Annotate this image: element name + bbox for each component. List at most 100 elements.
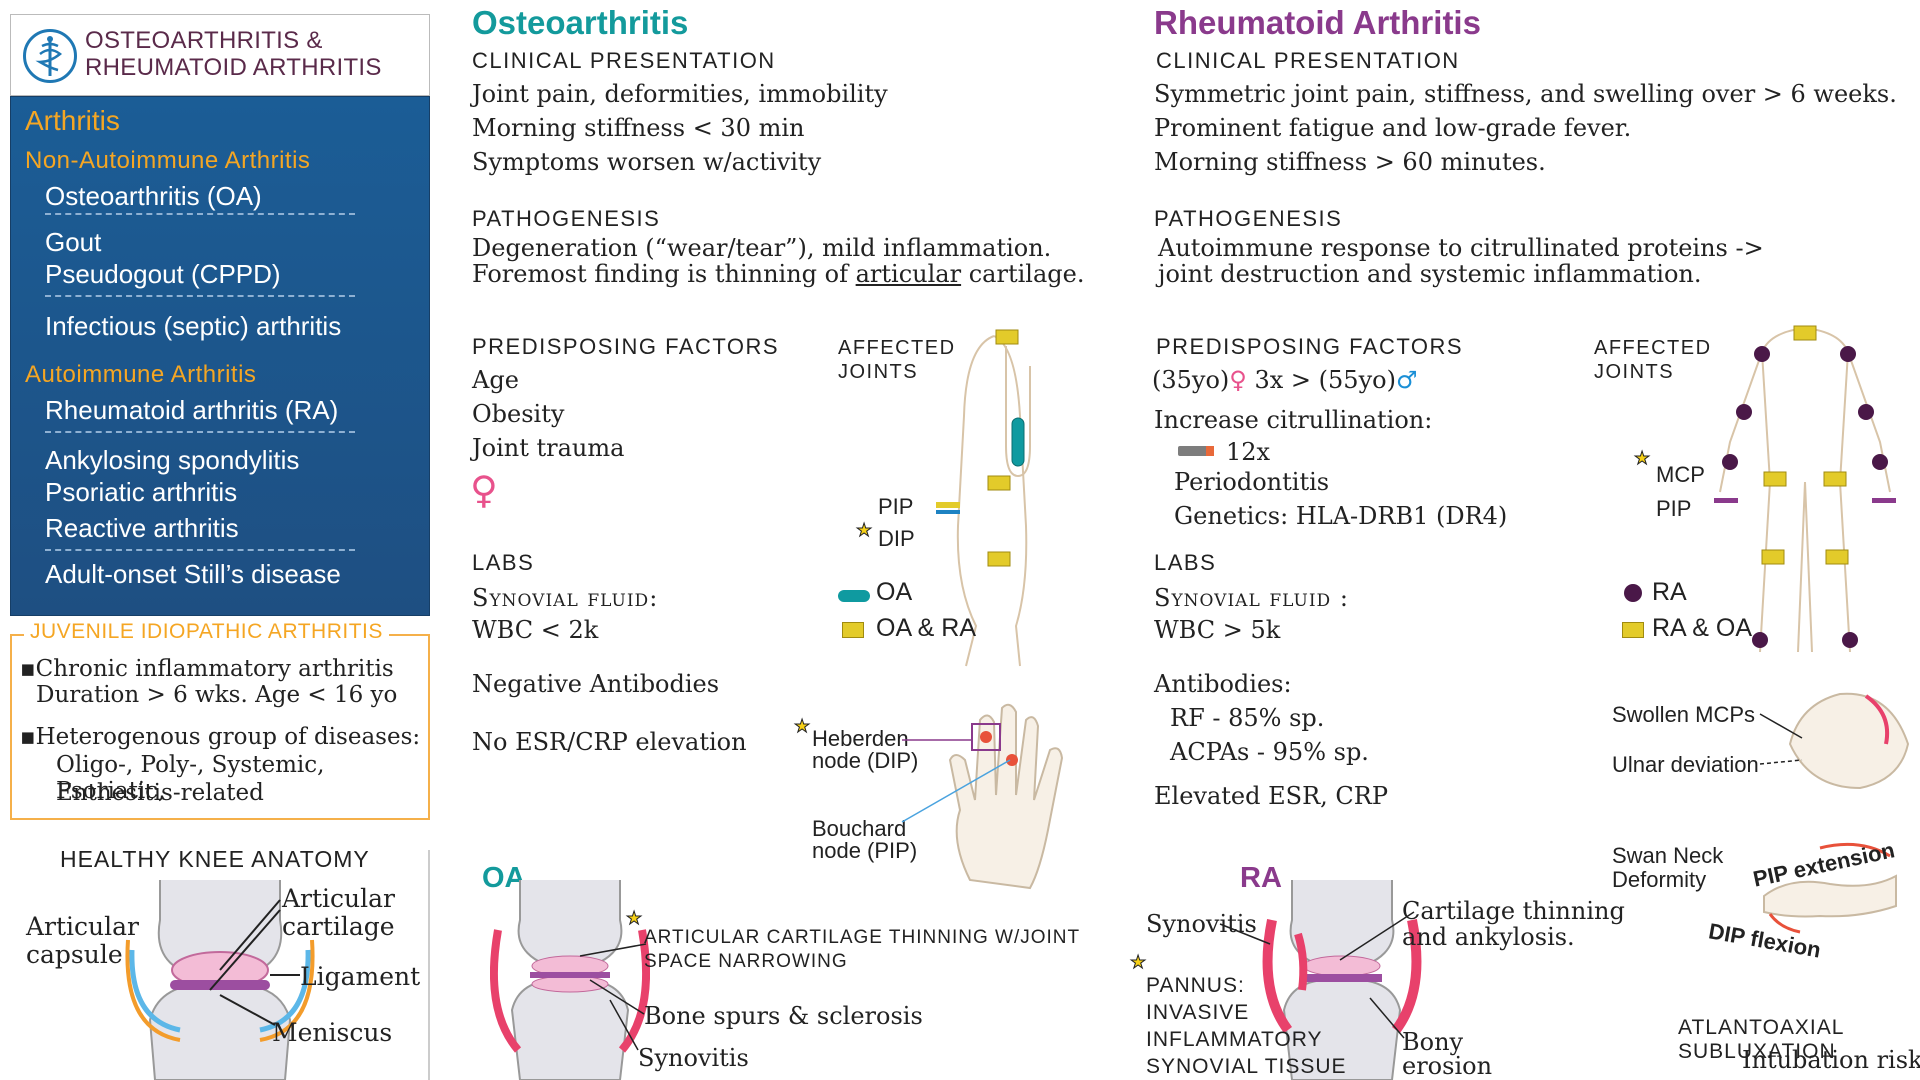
ra-smoking: 12x	[1226, 438, 1271, 466]
ra-label-swan-neck-2: Deformity	[1612, 867, 1707, 892]
oa-predisposing-heading: Predisposing Factors	[472, 334, 780, 359]
ra-synovitis-leader-line	[1219, 923, 1271, 945]
ra-pannus-3: inflammatory	[1146, 1028, 1323, 1051]
ra-pannus-note: Pannus: Invasive inflammatory synovial t…	[1146, 972, 1347, 1080]
ra-clinical-line-2: Prominent fatigue and low-grade fever.	[1154, 114, 1632, 142]
ra-affected-heading-2: joints	[1594, 361, 1675, 383]
ra-labs-heading: Labs	[1154, 550, 1217, 575]
star-icon: ★	[793, 716, 811, 738]
jia-bullet-1: ▪Chronic inflammatory arthritis	[20, 656, 394, 682]
jia-box: Juvenile Idiopathic Arthritis ▪Chronic i…	[10, 620, 430, 820]
ra-cartilage-1: Cartilage thinning	[1402, 897, 1625, 925]
oa-tag: OA	[482, 862, 526, 894]
oa-pathogenesis-heading: Pathogenesis	[472, 206, 661, 231]
oa-patho-text-a: Foremost finding is thinning of	[472, 260, 856, 288]
legend-ra-label: RA	[1652, 578, 1687, 606]
ra-intubation-risk: Intubation risk!	[1742, 1046, 1920, 1074]
ra-label-mcp: MCP	[1656, 462, 1705, 487]
star-icon: ★	[1633, 448, 1651, 470]
cigarette-icon	[1178, 446, 1214, 456]
nav-item-rheumatoid-arthritis[interactable]: Rheumatoid arthritis (RA)	[45, 395, 339, 425]
jia-bullet-1-line-2: Duration > 6 wks. Age < 16 yo	[36, 682, 398, 708]
ra-esr: Elevated ESR, CRP	[1154, 782, 1388, 810]
label-articular-cartilage-1: Articular	[282, 884, 396, 913]
ra-pathogenesis-heading: Pathogenesis	[1154, 206, 1343, 231]
jia-bullet-2: ▪Heterogenous group of diseases:	[20, 724, 421, 750]
nav-item-psoriatic-arthritis[interactable]: Psoriatic arthritis	[45, 477, 238, 507]
oa-clinical-heading: Clinical Presentation	[472, 48, 776, 73]
label-bouchard-2: node (PIP)	[812, 838, 918, 863]
label-articular-capsule-1: Articular	[26, 912, 140, 941]
oa-affected-heading: Affectedjoints	[838, 336, 956, 384]
oa-esr: No ESR/CRP elevation	[472, 728, 747, 756]
jia-bullet-2-line-3: Enthesitis-related	[56, 780, 264, 806]
legend-oa-ra-swatch	[842, 622, 864, 638]
legend-ra-oa-swatch	[1622, 622, 1644, 638]
oa-pathogenesis-line-2: Foremost finding is thinning of articula…	[472, 260, 1084, 288]
nav-item-osteoarthritis[interactable]: Osteoarthritis (OA)	[45, 181, 262, 211]
star-icon: ★	[1129, 952, 1147, 974]
nav-item-septic-arthritis[interactable]: Infectious (septic) arthritis	[45, 311, 342, 341]
oa-label-pip: PIP	[878, 494, 914, 519]
label-articular-cartilage-2: cartilage	[282, 912, 395, 941]
ra-body-figure	[1714, 325, 1896, 653]
jia-bullet-2-line-2: Oligo-, Poly-, Systemic, Psoriatic,	[56, 752, 325, 804]
legend-oa-swatch	[838, 590, 870, 602]
oa-synovitis: Synovitis	[638, 1044, 749, 1072]
swan-neck-finger	[1763, 842, 1897, 934]
oa-labs-heading: Labs	[472, 550, 535, 575]
label-meniscus: Meniscus	[272, 1018, 393, 1047]
label-heberden-2: node (DIP)	[812, 748, 919, 773]
ra-bony-2: erosion	[1402, 1052, 1493, 1080]
jia-title: Juvenile Idiopathic Arthritis	[24, 620, 389, 644]
ra-pathogenesis-line-2: joint destruction and systemic inflammat…	[1158, 260, 1702, 288]
ra-citrullination: Increase citrullination:	[1154, 406, 1433, 434]
oa-affected-heading-1: Affected	[838, 337, 956, 359]
ra-clinical-heading: Clinical Presentation	[1156, 48, 1460, 73]
ulnar-deviation-hand	[1788, 692, 1910, 790]
ra-pathogenesis-line-1: Autoimmune response to citrullinated pro…	[1158, 234, 1764, 262]
nav-item-ankylosing-spondylitis[interactable]: Ankylosing spondylitis	[45, 445, 300, 475]
ra-predisposing-heading: Predisposing Factors	[1156, 334, 1464, 359]
legend-oa-label: OA	[876, 578, 913, 606]
ra-synovitis: Synovitis	[1146, 910, 1257, 938]
ra-wbc: WBC > 5k	[1154, 616, 1281, 644]
oa-synovial-heading: Synovial fluid:	[472, 584, 659, 612]
oa-antibodies: Negative Antibodies	[472, 670, 720, 698]
oa-label-dip: DIP	[878, 526, 915, 551]
oa-patho-text-underlined: articular	[855, 260, 962, 288]
ra-label-swollen-mcps: Swollen MCPs	[1612, 702, 1756, 727]
male-symbol: ♂	[1395, 366, 1418, 394]
ra-bony-1: Bony	[1402, 1028, 1464, 1056]
divider	[45, 549, 355, 551]
oa-joint-leader-lines	[579, 943, 647, 1051]
star-icon: ★	[625, 908, 643, 930]
jia-bullet-1-line-1: Chronic inflammatory arthritis	[35, 656, 394, 682]
oa-patho-text-b: cartilage.	[961, 260, 1085, 288]
nav-item-still-disease[interactable]: Adult-onset Still’s disease	[45, 559, 341, 589]
ra-atlantoaxial: Atlantoaxial subluxation	[1678, 1016, 1844, 1063]
label-articular-capsule-2: capsule	[26, 940, 123, 969]
ra-sex-ratio-a: (35yo)	[1152, 366, 1230, 394]
ra-label-ulnar-deviation: Ulnar deviation	[1612, 752, 1759, 777]
ra-label-pip: PIP	[1656, 496, 1692, 521]
ra-genetics: Genetics: HLA-DRB1 (DR4)	[1174, 502, 1508, 530]
oa-affected-heading-2: joints	[838, 361, 919, 383]
star-icon: ★	[855, 520, 873, 542]
ra-cartilage-2: and ankylosis.	[1402, 923, 1575, 951]
nav-item-gout[interactable]: Gout	[45, 227, 102, 257]
caduceus-icon	[23, 29, 77, 83]
oa-predisposing-trauma: Joint trauma	[472, 434, 625, 462]
ra-rf: RF - 85% sp.	[1170, 704, 1325, 732]
female-symbol: ♀	[470, 468, 498, 512]
oa-title: Osteoarthritis	[472, 4, 689, 41]
jia-bullet-2-line-1: Heterogenous group of diseases:	[35, 724, 421, 750]
ra-pannus-4: synovial tissue	[1146, 1055, 1347, 1078]
nav-item-reactive-arthritis[interactable]: Reactive arthritis	[45, 513, 239, 543]
nav-section-title: Arthritis	[25, 105, 120, 136]
oa-predisposing-age: Age	[472, 366, 519, 394]
nav-item-pseudogout[interactable]: Pseudogout (CPPD)	[45, 259, 281, 289]
legend-ra-oa-label: RA & OA	[1652, 614, 1753, 642]
knee-leader-lines	[209, 899, 300, 1026]
